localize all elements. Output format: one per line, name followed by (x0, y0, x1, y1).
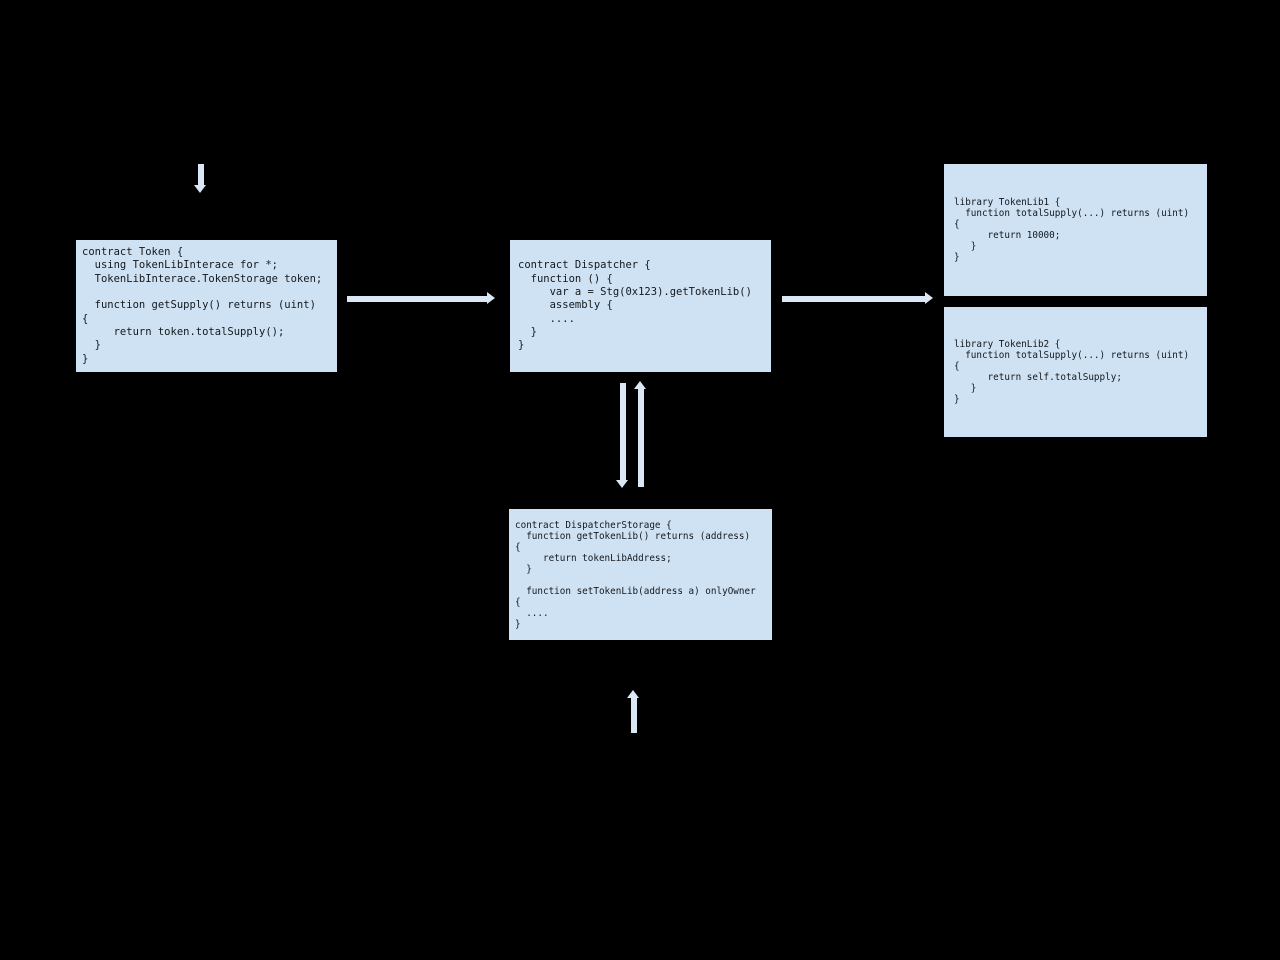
arrow-shaft (782, 295, 925, 302)
token-contract-box: contract Token { using TokenLibInterace … (76, 240, 337, 372)
arrow-head-right-icon (925, 292, 933, 304)
arrow-head-down-icon (194, 185, 206, 193)
arrow-head-right-icon (487, 292, 495, 304)
tokenlib2-library-box: library TokenLib2 { function totalSupply… (944, 307, 1207, 437)
arrow-shaft (637, 389, 644, 487)
dispatcher-contract-box: contract Dispatcher { function () { var … (510, 240, 771, 372)
tokenlib2-library-code: library TokenLib2 { function totalSupply… (954, 339, 1190, 405)
dispatcher-storage-contract-code: contract DispatcherStorage { function ge… (515, 519, 756, 630)
arrow-head-down-icon (616, 480, 628, 488)
arrow-head-up-icon (627, 690, 639, 698)
tokenlib1-library-code: library TokenLib1 { function totalSupply… (954, 197, 1190, 263)
arrow-token-to-dispatcher-icon (347, 292, 495, 305)
arrow-down-into-token-icon (194, 164, 207, 193)
dispatcher-storage-contract-box: contract DispatcherStorage { function ge… (509, 509, 772, 640)
arrow-dispatcher-to-tokenlib1-icon (782, 292, 933, 305)
dispatcher-contract-code: contract Dispatcher { function () { var … (518, 259, 752, 352)
arrow-up-into-dispatcherstorage-icon (627, 690, 640, 733)
arrow-shaft (347, 295, 487, 302)
arrow-head-up-icon (634, 381, 646, 389)
arrow-shaft (630, 698, 637, 733)
token-contract-code: contract Token { using TokenLibInterace … (82, 246, 323, 365)
arrow-dispatcherstorage-to-dispatcher-icon (634, 381, 647, 487)
arrow-shaft (619, 383, 626, 480)
arrow-dispatcher-to-dispatcherstorage-icon (616, 383, 629, 488)
tokenlib1-library-box: library TokenLib1 { function totalSupply… (944, 164, 1207, 296)
arrow-shaft (197, 164, 204, 185)
